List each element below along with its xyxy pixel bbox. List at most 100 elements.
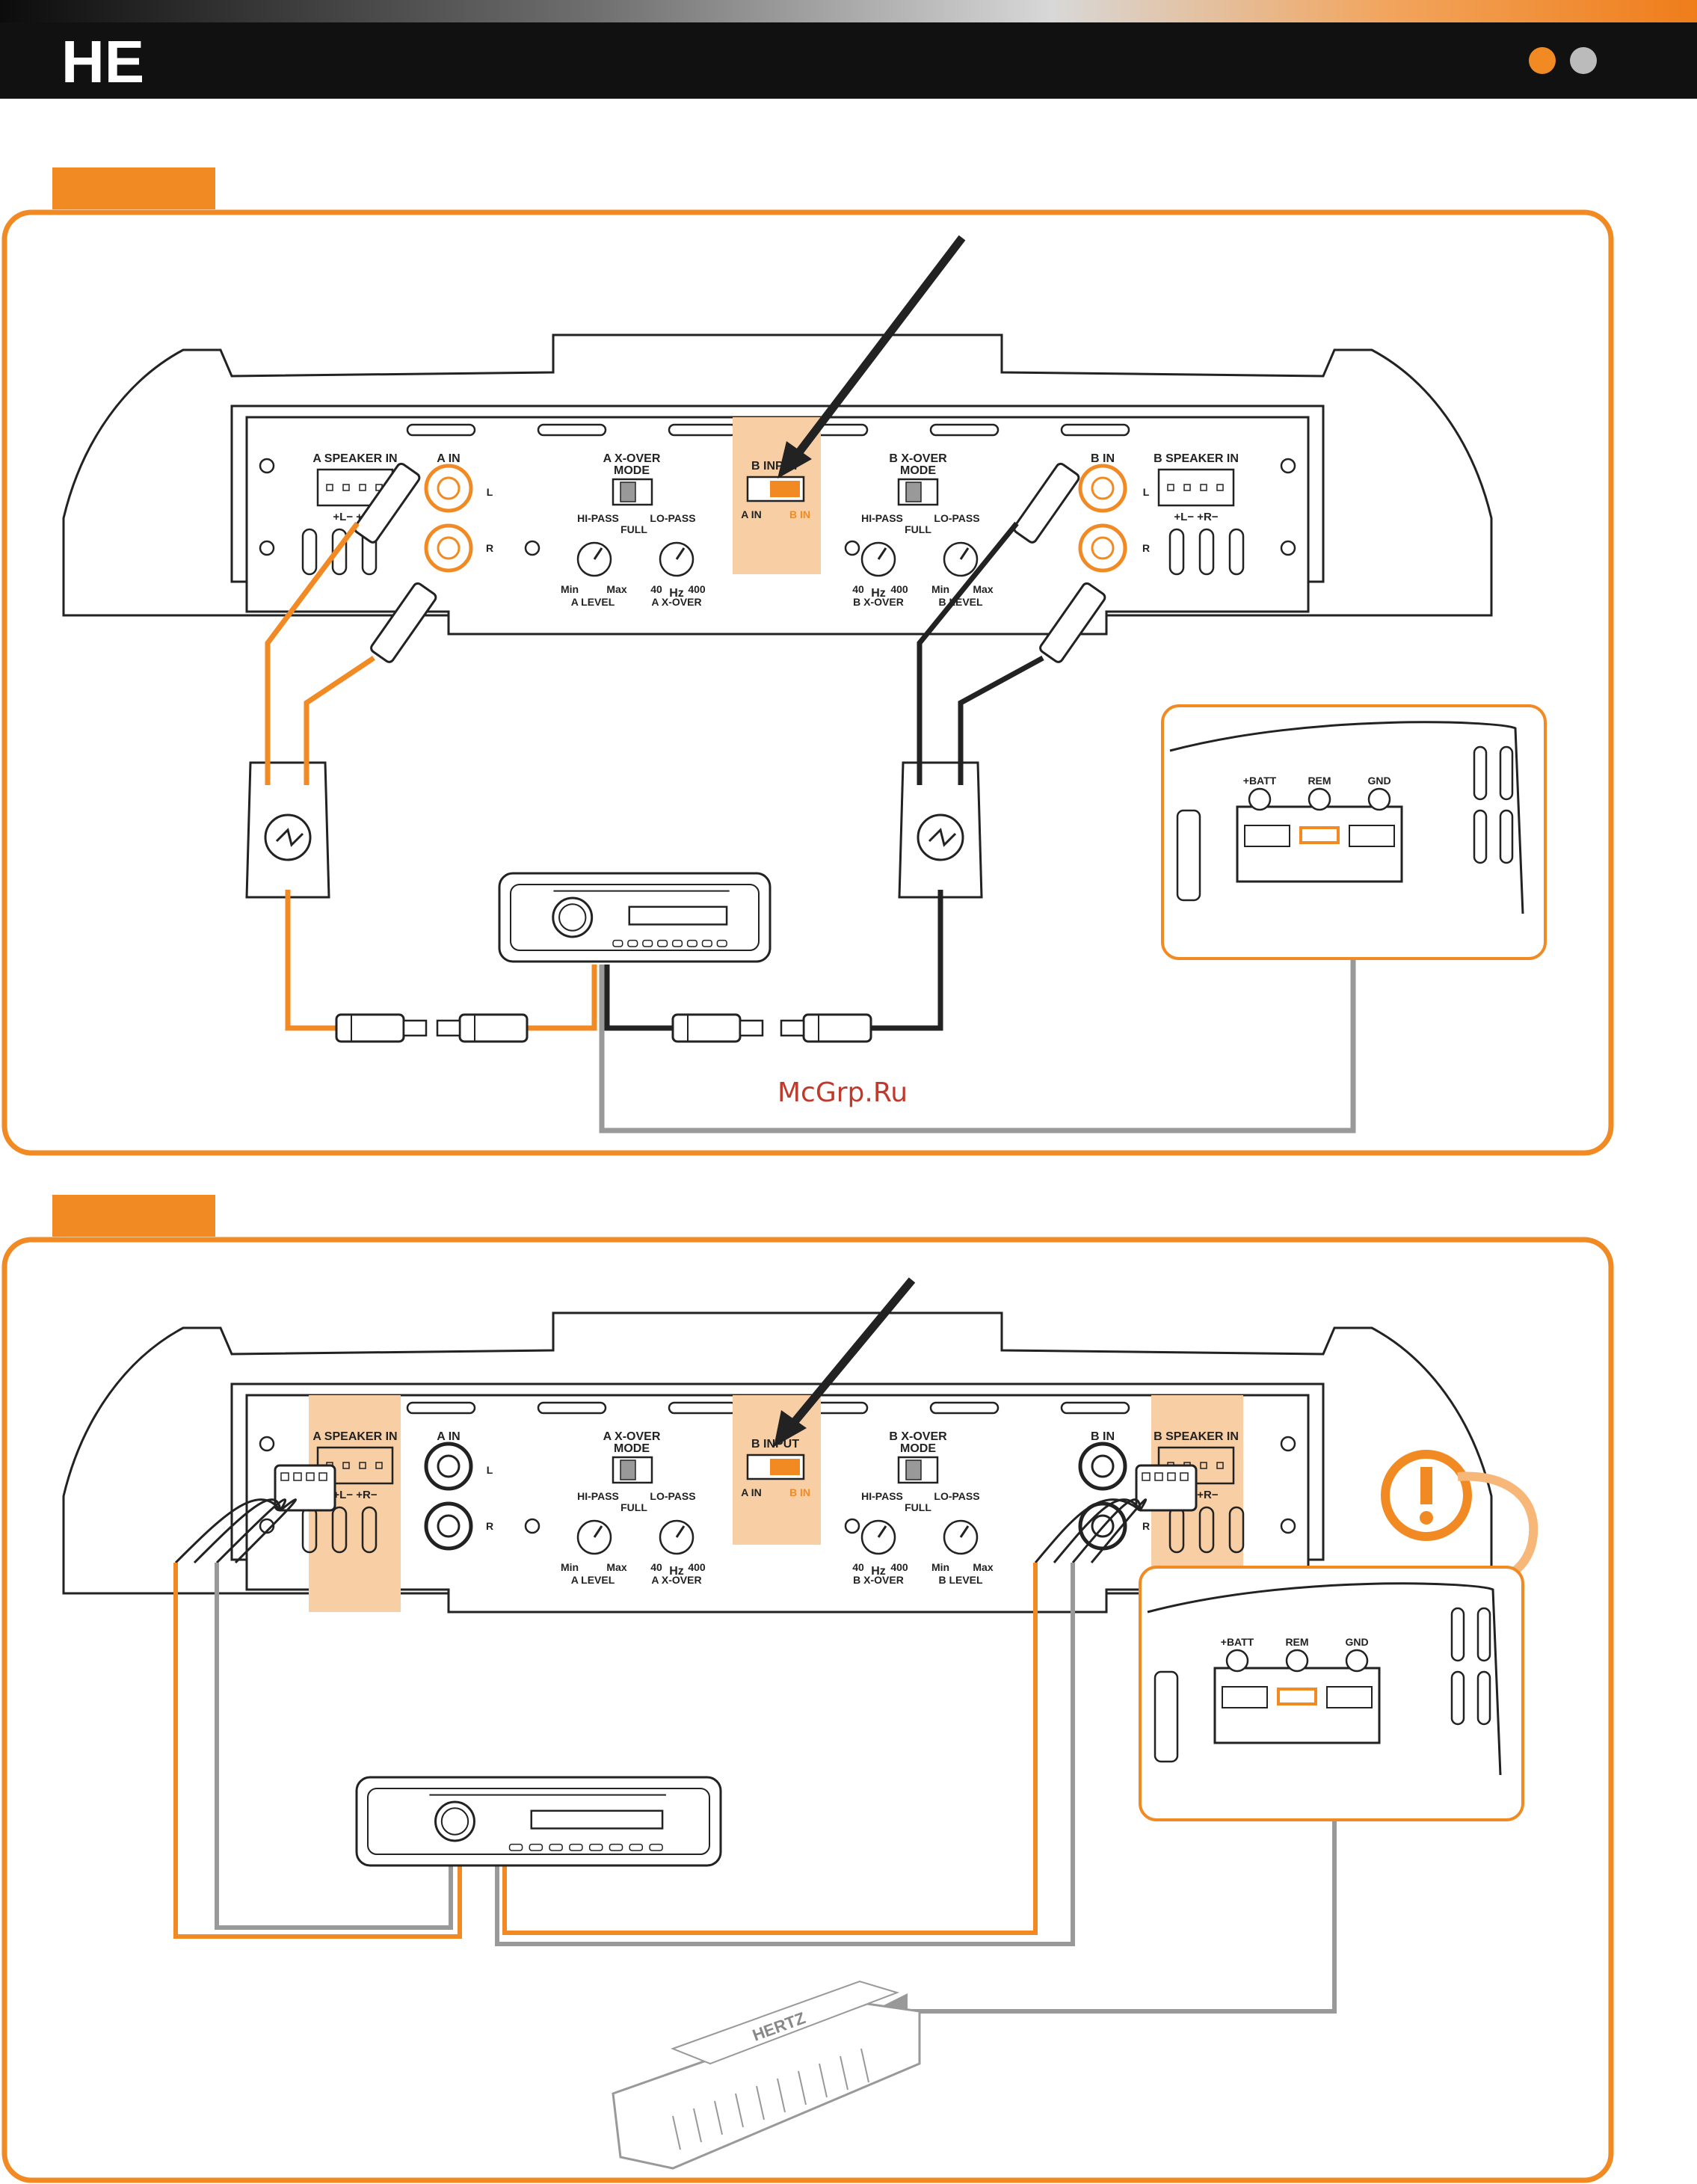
- rca-jack-center: [437, 1454, 461, 1478]
- a-xover-mode-label: A X-OVER: [603, 452, 661, 465]
- b-hz-label: Hz: [871, 1565, 886, 1578]
- preset-button: [642, 939, 653, 947]
- fin: [1228, 1506, 1245, 1554]
- a-mode-knob: [620, 482, 636, 502]
- pointer-arrow-1-head: [777, 441, 812, 479]
- b-hz400-label: 400: [890, 1561, 908, 1573]
- fin: [331, 528, 348, 576]
- b-full-label: FULL: [905, 523, 931, 535]
- b-xover-mode-label: B X-OVER: [889, 1430, 947, 1443]
- head-unit-2: [355, 1776, 722, 1867]
- panel-1-tab: [52, 167, 215, 209]
- page-header: HE: [0, 0, 1697, 99]
- sub-amp-fin: [693, 2108, 702, 2143]
- speaker-lead-left: [215, 1498, 287, 1564]
- panel-1: A SPEAKER IN+L− +R−B SPEAKER IN+L− +R−A …: [1, 167, 1614, 1156]
- b-hipass-label: HI-PASS: [861, 1490, 903, 1502]
- b-hz400-label: 400: [890, 583, 908, 595]
- a-level-knob-pointer: [593, 1525, 603, 1538]
- a-hz-label: Hz: [669, 587, 684, 600]
- vent-slot: [537, 423, 607, 437]
- inset-fin: [1499, 809, 1514, 864]
- b-input-knob: [770, 1459, 800, 1475]
- preset-button: [629, 1843, 644, 1851]
- b-full-label: FULL: [905, 1501, 931, 1513]
- a-xover-knob-pointer: [675, 547, 686, 560]
- rca-plug-row-1: [335, 1013, 872, 1043]
- gnd-slot: [1349, 825, 1395, 847]
- a-in-r-label: R: [486, 542, 493, 554]
- y-splitter-logo: [264, 813, 312, 861]
- b-lopass-label: LO-PASS: [934, 512, 979, 524]
- rca-jack: [1078, 523, 1127, 573]
- rca-plug-body: [335, 1013, 405, 1043]
- sub-amp-fin: [777, 2078, 786, 2113]
- fin: [1228, 528, 1245, 576]
- volume-knob-inner: [558, 903, 587, 932]
- b-min-label: Min: [931, 583, 949, 595]
- hertz-amplifier: HERTZ: [612, 1980, 921, 2170]
- rca-plug-tip: [402, 1019, 428, 1037]
- a-full-label: FULL: [620, 1501, 647, 1513]
- pin: [342, 484, 350, 491]
- preset-button: [588, 1843, 603, 1851]
- speaker-lead-right: [1090, 1498, 1148, 1563]
- b-mode-knob: [905, 482, 922, 502]
- gnd-slot: [1326, 1686, 1373, 1708]
- inset-fin: [1476, 1607, 1491, 1662]
- pin: [375, 1462, 383, 1469]
- fin: [361, 1506, 378, 1554]
- inset-amp-edge: [1147, 1582, 1502, 1776]
- b-xover-knob-pointer: [877, 547, 887, 560]
- screw: [844, 1518, 860, 1534]
- harness-pin: [293, 1472, 302, 1481]
- a-in-l-label: L: [487, 1464, 493, 1476]
- vent-slot: [1060, 1401, 1130, 1415]
- a-min-label: Min: [561, 583, 579, 595]
- batt-slot: [1244, 825, 1290, 847]
- rem-slot: [1277, 1688, 1317, 1705]
- pin: [359, 1462, 366, 1469]
- terminal-screw: [1345, 1649, 1369, 1673]
- preset-button: [716, 939, 727, 947]
- rem-slot: [1299, 826, 1340, 844]
- panel-1-frame: [1, 209, 1614, 1156]
- page-dot-inactive: [1570, 47, 1597, 74]
- cable-orange-2: [304, 656, 375, 785]
- rca-jack: [424, 1442, 473, 1491]
- b-xover-knob-pointer: [877, 1525, 887, 1538]
- inset-fin: [1450, 1670, 1465, 1726]
- preset-button: [529, 1843, 543, 1851]
- harness-pin: [306, 1472, 315, 1481]
- terminal-label-batt: +BATT: [1243, 775, 1277, 787]
- inset-fin: [1473, 809, 1488, 864]
- inset-fin: [1476, 1670, 1491, 1726]
- speaker-wire-gray-right: [495, 1563, 1075, 1946]
- fin: [1198, 528, 1215, 576]
- a-min-label: Min: [561, 1561, 579, 1573]
- switch-b-in-label: B IN: [789, 1486, 810, 1498]
- b-in-label: B IN: [1091, 452, 1115, 465]
- display-window: [628, 905, 728, 926]
- switch-a-in-label: A IN: [741, 508, 761, 520]
- sub-amp-fin: [735, 2093, 744, 2128]
- terminal-screw: [1308, 787, 1331, 811]
- header-gradient-strip: [0, 0, 1697, 22]
- inset-fuse: [1176, 809, 1201, 902]
- vent-slot: [406, 1401, 476, 1415]
- remote-wire-1: [599, 860, 1356, 1133]
- a-max-label: Max: [606, 1561, 626, 1573]
- rca-plug-body: [671, 1013, 742, 1043]
- fin: [1198, 1506, 1215, 1554]
- rca-jack-center: [437, 476, 461, 500]
- b-xover-mode-label: B X-OVER: [889, 452, 947, 465]
- b-level-knob-pointer: [959, 1525, 970, 1538]
- cable-orange-4: [527, 965, 597, 1031]
- rca-jack: [1078, 1442, 1127, 1491]
- amp-faceplate: [230, 404, 1325, 583]
- screw: [844, 540, 860, 556]
- harness-plug: [1135, 1464, 1198, 1512]
- screw: [524, 540, 540, 556]
- preset-button: [671, 939, 683, 947]
- b-hz40-label: 40: [852, 1561, 864, 1573]
